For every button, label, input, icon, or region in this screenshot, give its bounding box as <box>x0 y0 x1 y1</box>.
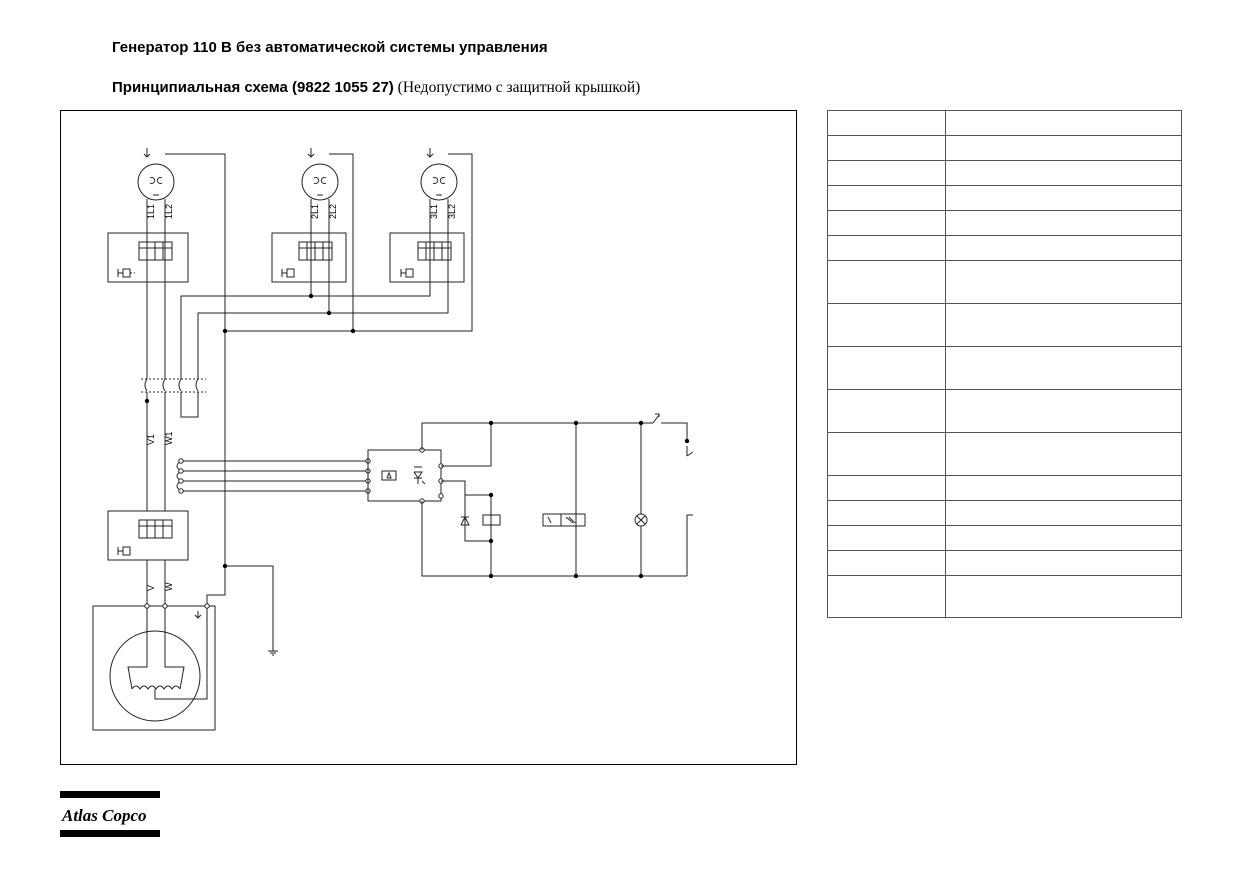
legend-description-cell <box>945 210 1182 236</box>
legend-description-cell <box>945 500 1182 526</box>
legend-code-cell <box>827 135 946 161</box>
legend-row <box>827 475 1182 501</box>
legend-code-cell <box>827 260 946 304</box>
breaker-2 <box>271 232 347 283</box>
control-cable <box>176 458 371 494</box>
control-circuit <box>421 413 694 577</box>
socket-3-label-l1: 3L1 <box>429 204 439 219</box>
diagram-subtitle: Принципиальная схема (9822 1055 27) (Нед… <box>112 79 640 97</box>
legend-code-cell <box>827 160 946 186</box>
legend-code-cell <box>827 303 946 347</box>
bus-label-v1: V1 <box>146 434 156 445</box>
legend-description-cell <box>945 303 1182 347</box>
legend-row <box>827 550 1182 576</box>
legend-code-cell <box>827 500 946 526</box>
atlas-copco-logo: Atlas Copco <box>60 791 160 837</box>
socket-3 <box>420 148 458 201</box>
legend-row <box>827 432 1182 476</box>
legend-row <box>827 210 1182 236</box>
socket-wiring <box>146 153 473 559</box>
page-title: Генератор 110 В без автоматической систе… <box>112 39 548 56</box>
legend-code-cell <box>827 475 946 501</box>
legend-row <box>827 500 1182 526</box>
legend-code-cell <box>827 110 946 136</box>
legend-code-cell <box>827 575 946 618</box>
legend-description-cell <box>945 432 1182 476</box>
legend-row <box>827 303 1182 347</box>
legend-description-cell <box>945 185 1182 211</box>
legend-description-cell <box>945 475 1182 501</box>
socket-2-label-l1: 2L1 <box>310 204 320 219</box>
bus-label-w1: W1 <box>164 432 174 446</box>
legend-row <box>827 575 1182 618</box>
gen-label-w: W <box>164 582 174 591</box>
legend-description-cell <box>945 575 1182 618</box>
legend-code-cell <box>827 432 946 476</box>
legend-row <box>827 389 1182 433</box>
earth-icon <box>268 650 278 656</box>
wiring-diagram-frame: 1L1 1L2 2L1 2L2 3L1 3L2 <box>60 110 797 765</box>
legend-description-cell <box>945 110 1182 136</box>
legend-row <box>827 185 1182 211</box>
legend-row <box>827 135 1182 161</box>
wiring-diagram: 1L1 1L2 2L1 2L2 3L1 3L2 <box>92 148 694 731</box>
socket-1 <box>137 148 175 201</box>
terminal-strip <box>141 378 206 511</box>
generator-wiring <box>146 559 274 651</box>
legend-row <box>827 235 1182 261</box>
legend-description-cell <box>945 346 1182 390</box>
legend-row <box>827 110 1182 136</box>
legend-code-cell <box>827 389 946 433</box>
legend-description-cell <box>945 235 1182 261</box>
legend-description-cell <box>945 260 1182 304</box>
socket-1-label-l1: 1L1 <box>146 204 156 219</box>
legend-code-cell <box>827 235 946 261</box>
breaker-main <box>107 510 189 561</box>
legend-description-cell <box>945 525 1182 551</box>
legend-description-cell <box>945 135 1182 161</box>
generator <box>92 603 216 731</box>
subtitle-code: Принципиальная схема (9822 1055 27) <box>112 79 394 96</box>
legend-code-cell <box>827 185 946 211</box>
legend-row <box>827 346 1182 390</box>
legend-description-cell <box>945 389 1182 433</box>
legend-code-cell <box>827 346 946 390</box>
socket-1-label-l2: 1L2 <box>164 204 174 219</box>
socket-2 <box>301 148 339 201</box>
subtitle-note: (Недопустимо с защитной крышкой) <box>393 79 641 96</box>
breaker-3 <box>389 232 465 283</box>
legend-row <box>827 525 1182 551</box>
legend-table <box>827 110 1182 618</box>
control-module <box>367 447 444 504</box>
legend-code-cell <box>827 210 946 236</box>
logo-text: Atlas Copco <box>61 806 147 825</box>
legend-row <box>827 160 1182 186</box>
legend-description-cell <box>945 550 1182 576</box>
legend-code-cell <box>827 550 946 576</box>
breaker-1 <box>107 232 189 283</box>
socket-3-label-l2: 3L2 <box>447 204 457 219</box>
legend-code-cell <box>827 525 946 551</box>
legend-row <box>827 260 1182 304</box>
socket-2-label-l2: 2L2 <box>328 204 338 219</box>
legend-description-cell <box>945 160 1182 186</box>
gen-label-v: V <box>146 585 156 591</box>
